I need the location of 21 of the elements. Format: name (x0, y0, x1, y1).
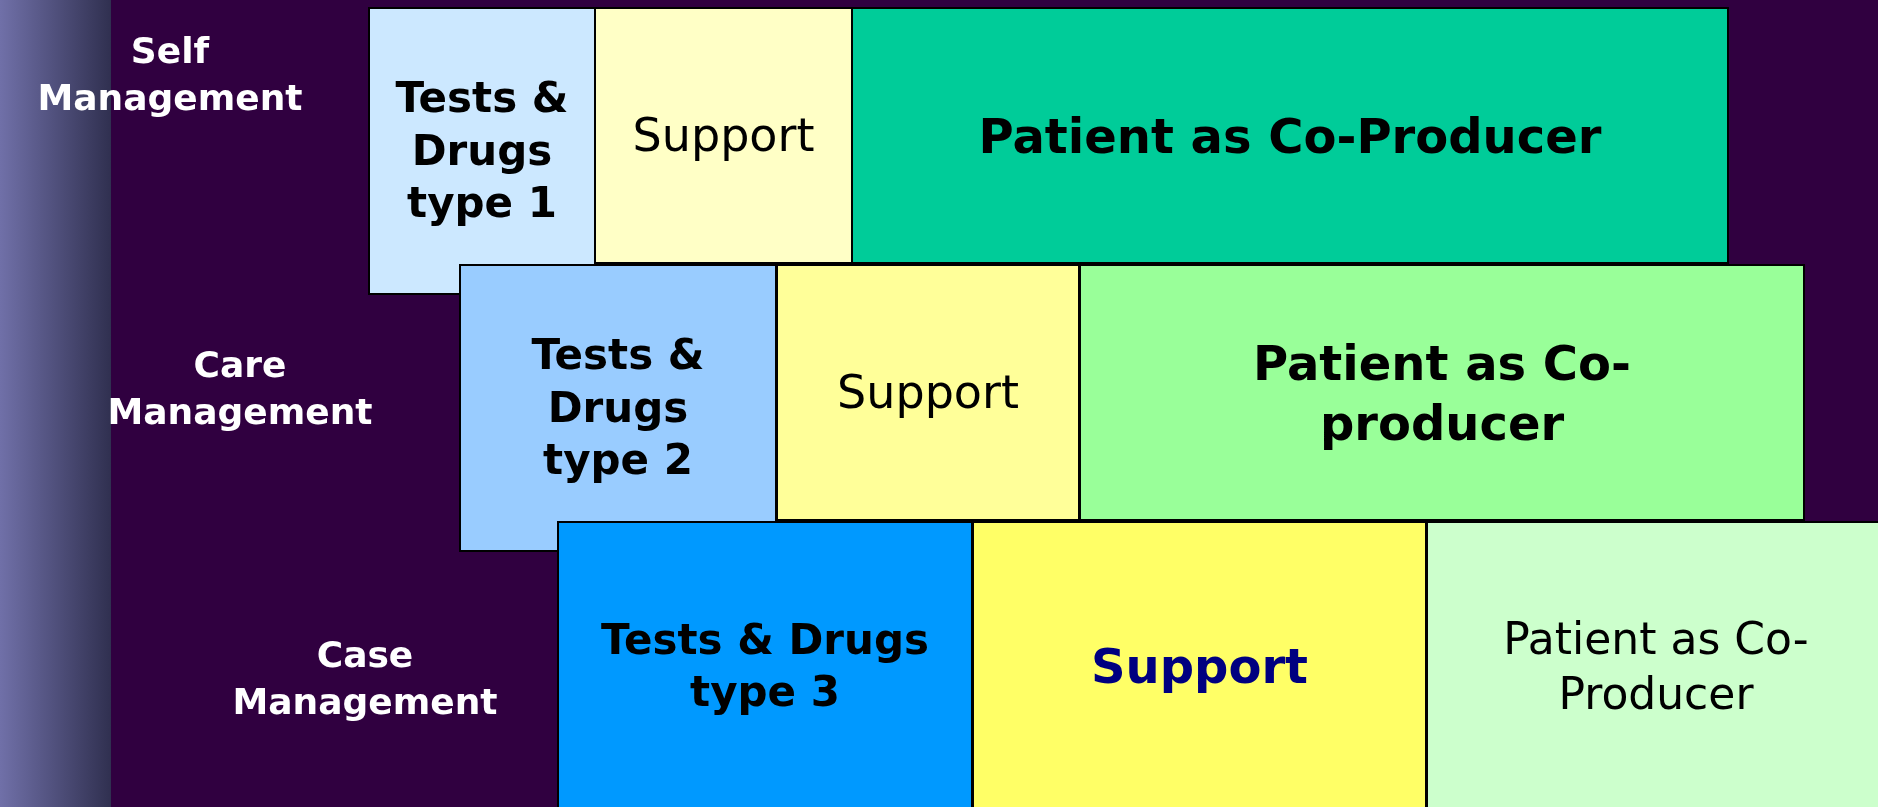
colored-box (776, 264, 1080, 521)
box-text: Patient as Co-producer (1252, 333, 1632, 453)
colored-box (972, 521, 1427, 807)
row-label: Case Management (231, 633, 499, 724)
row-label: Care Management (106, 343, 374, 434)
box-text: Support (836, 363, 1020, 421)
colored-box (1079, 264, 1805, 521)
colored-box (1426, 521, 1878, 807)
box-text: Support (1089, 637, 1310, 696)
colored-box (459, 264, 777, 552)
box-text: Support (631, 106, 816, 164)
colored-box (557, 521, 973, 807)
colored-box (851, 7, 1729, 264)
box-text: Tests & Drugs type 3 (599, 613, 930, 718)
colored-box (594, 7, 853, 264)
row-label: Self Management (36, 29, 304, 120)
box-text: Patient as Co-Producer (1502, 612, 1810, 721)
box-text: Tests & Drugs type 2 (530, 329, 706, 487)
box-text: Patient as Co-Producer (977, 106, 1603, 166)
colored-box (368, 7, 596, 295)
box-text: Tests & Drugs type 1 (394, 72, 570, 230)
